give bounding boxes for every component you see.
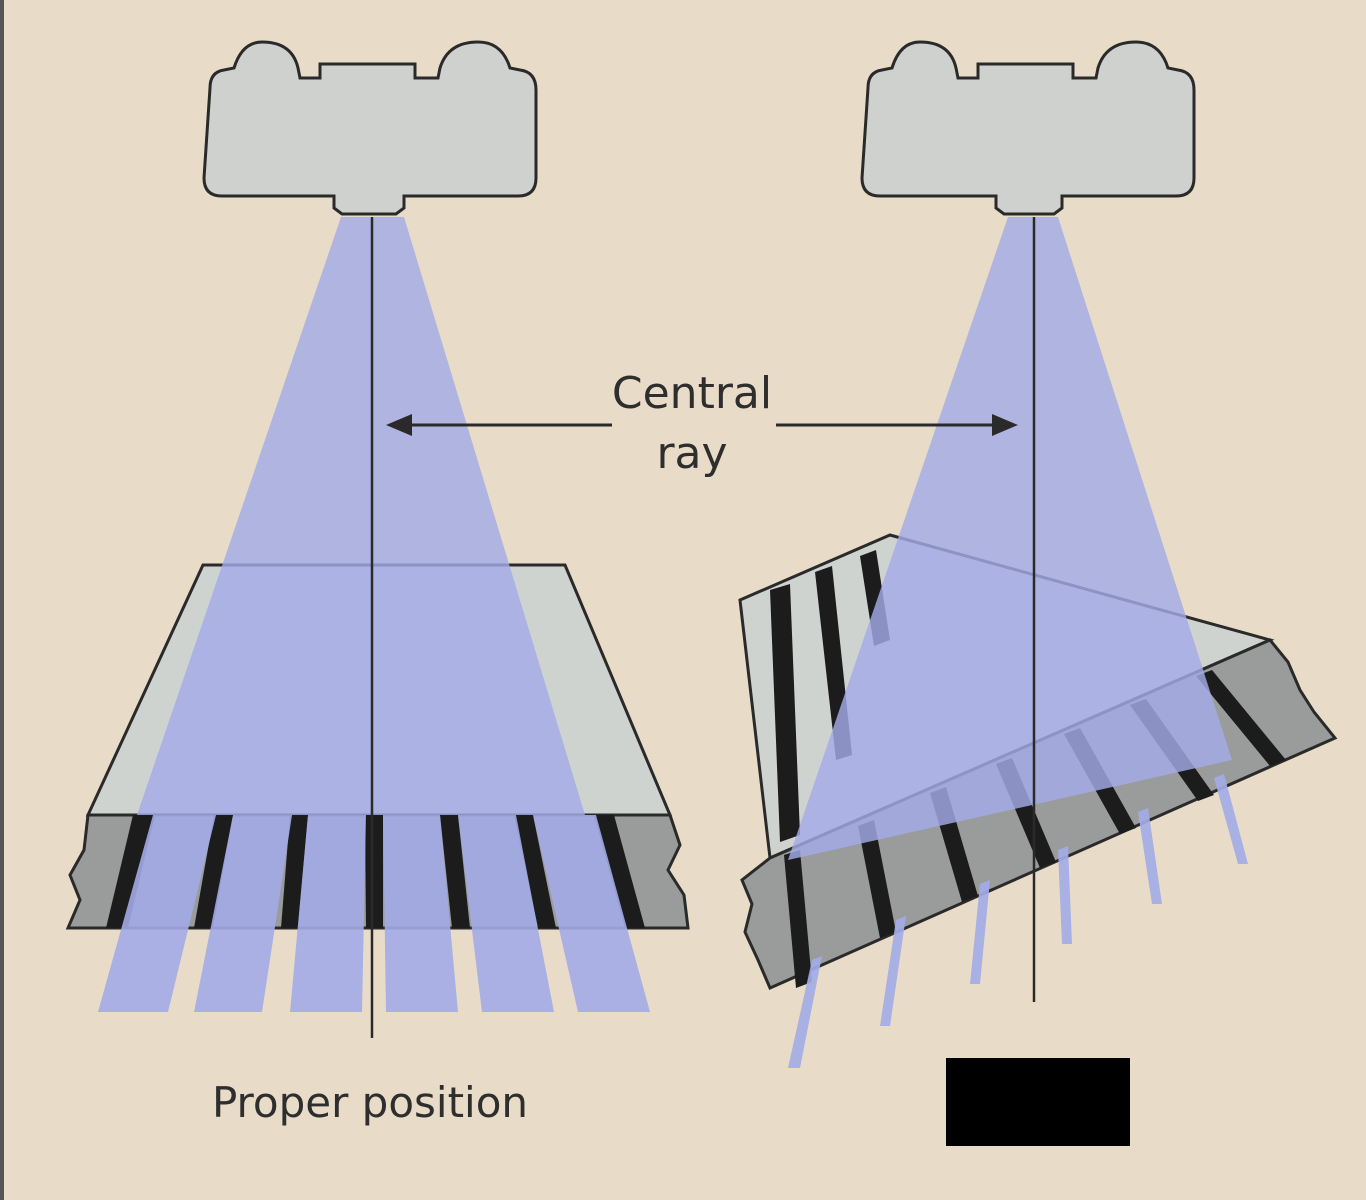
left-beam-strips bbox=[98, 815, 650, 1012]
left-panel bbox=[65, 40, 690, 1038]
left-beam-cone bbox=[137, 217, 585, 815]
right-beam-strips bbox=[788, 774, 1248, 1068]
left-xray-tube-icon bbox=[202, 40, 538, 216]
ray-label: ray bbox=[656, 428, 727, 479]
right-beam-cone bbox=[788, 217, 1232, 860]
proper-position-label: Proper position bbox=[212, 1078, 528, 1127]
right-xray-tube-icon bbox=[860, 40, 1196, 216]
redaction-box bbox=[946, 1058, 1130, 1146]
central-ray-annotation: Central ray bbox=[386, 368, 1018, 479]
right-arrow-icon bbox=[992, 414, 1018, 436]
central-label: Central bbox=[612, 368, 772, 419]
right-panel bbox=[738, 40, 1338, 1068]
left-arrow-icon bbox=[386, 414, 412, 436]
left-lead-strips bbox=[106, 815, 645, 928]
left-border bbox=[0, 0, 4, 1200]
